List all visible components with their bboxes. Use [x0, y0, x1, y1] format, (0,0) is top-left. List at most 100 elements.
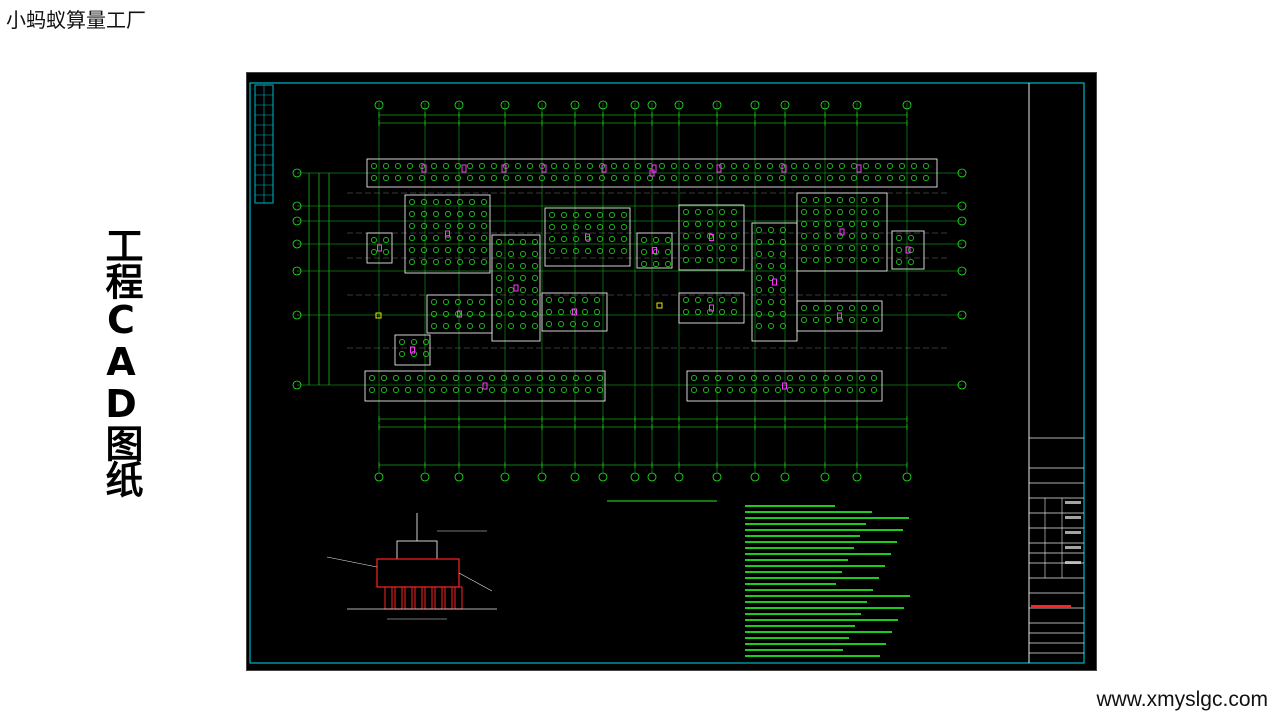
axis-bubble-top — [820, 100, 830, 110]
pile-circle — [813, 233, 819, 239]
pile-circle — [665, 237, 671, 243]
pile-circle — [703, 387, 709, 393]
pile-circle — [849, 221, 855, 227]
pile-cap-outline — [636, 232, 673, 269]
pile-circle — [433, 259, 439, 265]
note-text-line — [745, 625, 855, 627]
pile-circle — [767, 175, 773, 181]
pile-circle — [859, 387, 865, 393]
note-text-line — [745, 613, 861, 615]
pile-circle — [457, 199, 463, 205]
pile-circle — [491, 175, 497, 181]
axis-bubble-top — [420, 100, 430, 110]
pile-circle — [896, 247, 902, 253]
pile-circle — [719, 209, 725, 215]
note-text-line — [745, 649, 843, 651]
pile-circle — [801, 209, 807, 215]
pile-circle — [780, 227, 786, 233]
pile-circle — [635, 163, 641, 169]
pile-circle — [469, 211, 475, 217]
pile-circle — [719, 163, 725, 169]
pile-circle — [597, 248, 603, 254]
pile-circle — [558, 309, 564, 315]
pile-circle — [813, 257, 819, 263]
pile-circle — [561, 212, 567, 218]
pile-circle — [719, 175, 725, 181]
axis-bubble-top — [570, 100, 580, 110]
pile-circle — [849, 245, 855, 251]
axis-bubble-top — [674, 100, 684, 110]
pile-circle — [570, 297, 576, 303]
pile-circle — [520, 239, 526, 245]
pile-circle — [551, 175, 557, 181]
pile-circle — [823, 375, 829, 381]
pile-circle — [527, 175, 533, 181]
pile-circle — [443, 175, 449, 181]
pile-circle — [431, 299, 437, 305]
pile-circle — [780, 275, 786, 281]
pile-circle — [395, 163, 401, 169]
pile-circle — [863, 163, 869, 169]
column-mark — [781, 164, 787, 173]
column-mark — [513, 284, 519, 292]
pile-circle — [715, 375, 721, 381]
axis-bubble-top — [852, 100, 862, 110]
pile-circle — [457, 235, 463, 241]
axis-bubble-bottom — [598, 472, 608, 482]
pile-circle — [489, 375, 495, 381]
drawing-border — [249, 82, 1085, 664]
column-mark — [377, 244, 382, 252]
axis-bubble-left — [292, 266, 302, 276]
pile-circle — [813, 245, 819, 251]
pile-circle — [421, 247, 427, 253]
pile-circle — [381, 375, 387, 381]
pile-circle — [371, 237, 377, 243]
section-cap — [376, 558, 460, 588]
pile-circle — [479, 175, 485, 181]
pile-circle — [433, 235, 439, 241]
pile-circle — [731, 209, 737, 215]
pile-circle — [815, 175, 821, 181]
column-mark — [572, 308, 577, 316]
axis-bubble-right — [957, 216, 967, 226]
pile-circle — [835, 387, 841, 393]
pile-circle — [861, 221, 867, 227]
pile-circle — [443, 299, 449, 305]
pile-circle — [445, 259, 451, 265]
pile-cap-outline — [544, 207, 631, 267]
pile-circle — [465, 375, 471, 381]
pile-circle — [582, 297, 588, 303]
pile-circle — [768, 227, 774, 233]
pile-circle — [441, 375, 447, 381]
pile-cap-outline — [491, 234, 541, 342]
pile-circle — [467, 323, 473, 329]
pile-circle — [908, 259, 914, 265]
axis-bubble-bottom — [852, 472, 862, 482]
pile-circle — [811, 375, 817, 381]
pile-circle — [763, 375, 769, 381]
pile-circle — [780, 239, 786, 245]
pile-circle — [393, 375, 399, 381]
axis-grid — [297, 103, 962, 473]
pile-circle — [469, 199, 475, 205]
pile-circle — [496, 275, 502, 281]
pile-circle — [837, 245, 843, 251]
pile-circle — [532, 311, 538, 317]
pile-circle — [837, 317, 843, 323]
pile-circle — [801, 233, 807, 239]
column-mark — [905, 246, 911, 254]
pile-circle — [597, 387, 603, 393]
pile-circle — [532, 275, 538, 281]
pile-circle — [768, 251, 774, 257]
column-mark — [856, 164, 862, 173]
pile-circle — [371, 249, 377, 255]
pile-circle — [768, 263, 774, 269]
pile-circle — [727, 375, 733, 381]
pile-circle — [739, 387, 745, 393]
column-mark — [421, 164, 427, 173]
pile-circle — [520, 299, 526, 305]
pile-circle — [743, 163, 749, 169]
axis-bubble-bottom — [820, 472, 830, 482]
column-mark — [709, 304, 714, 312]
pile-circle — [575, 175, 581, 181]
